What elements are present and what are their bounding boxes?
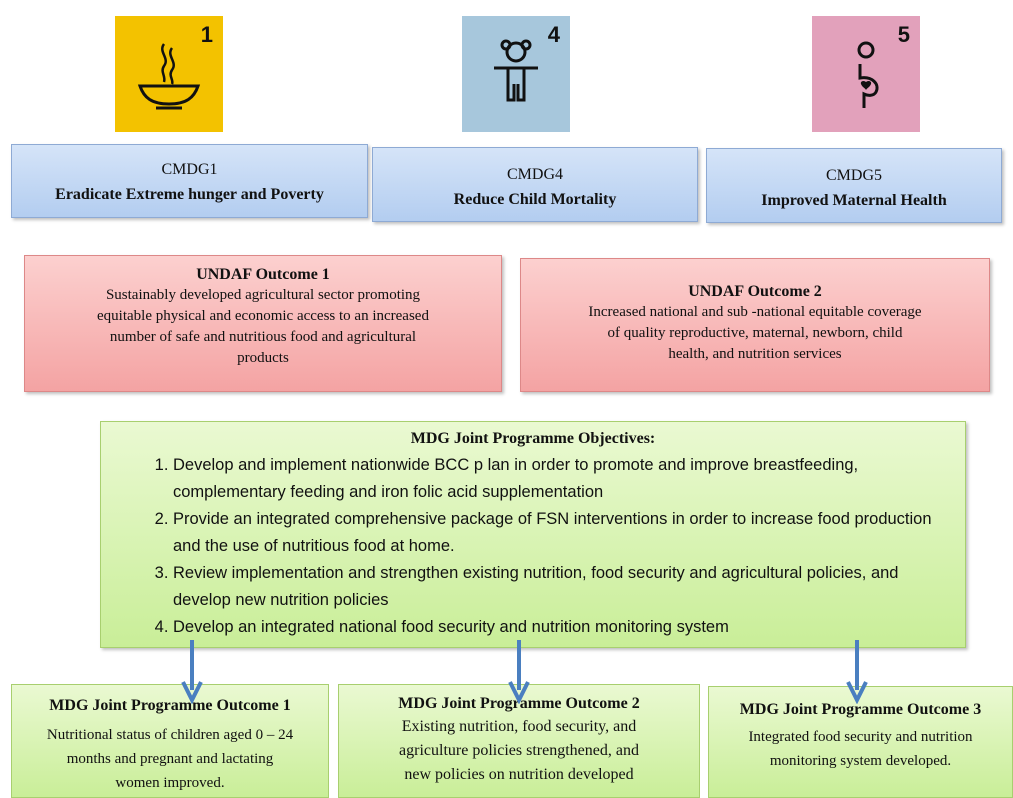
cmdg-code: CMDG4 [506, 166, 563, 183]
cmdg-code: CMDG1 [161, 161, 218, 178]
objective-item: Develop an integrated national food secu… [173, 614, 945, 641]
outcome-line: new policies on nutrition developed [404, 766, 634, 783]
objectives-title: MDG Joint Programme Objectives: [410, 430, 656, 447]
cmdg-goal: Reduce Child Mortality [453, 191, 617, 208]
goal-5-tile: 5 [812, 16, 920, 132]
outcome-line: women improved. [115, 775, 225, 791]
cmdg4-box: CMDG4 Reduce Child Mortality [372, 147, 698, 222]
child-icon [494, 39, 538, 102]
cmdg1-box: CMDG1 Eradicate Extreme hunger and Pover… [11, 144, 368, 218]
outcome-2-box: MDG Joint Programme Outcome 2 Existing n… [338, 684, 700, 798]
goal-number: 1 [200, 22, 213, 47]
arrow-to-outcome-3 [846, 640, 868, 704]
undaf-line: Increased national and sub -national equ… [588, 304, 922, 320]
objective-item: Provide an integrated comprehensive pack… [173, 506, 945, 560]
objectives-list: Develop and implement nationwide BCC p l… [101, 452, 965, 641]
cmdg-code: CMDG5 [825, 167, 882, 184]
arrow-to-outcome-2 [508, 640, 530, 704]
outcome-line: Existing nutrition, food security, and [401, 718, 637, 735]
objective-item: Review implementation and strengthen exi… [173, 560, 945, 614]
goal-4-tile: 4 [462, 16, 570, 132]
undaf-outcome-2-box: UNDAF Outcome 2 Increased national and s… [520, 258, 990, 392]
cmdg-goal: Eradicate Extreme hunger and Poverty [55, 186, 324, 203]
outcome-3-box: MDG Joint Programme Outcome 3 Integrated… [708, 686, 1013, 798]
undaf-line: equitable physical and economic access t… [97, 308, 429, 324]
undaf-title: UNDAF Outcome 2 [688, 283, 822, 300]
outcome-line: Nutritional status of children aged 0 – … [46, 727, 294, 743]
undaf-line: of quality reproductive, maternal, newbo… [607, 325, 903, 341]
objective-item: Develop and implement nationwide BCC p l… [173, 452, 945, 506]
cmdg5-box: CMDG5 Improved Maternal Health [706, 148, 1002, 223]
pregnant-woman-icon [857, 41, 879, 108]
cmdg-goal: Improved Maternal Health [761, 192, 947, 209]
outcome-title: MDG Joint Programme Outcome 1 [49, 697, 291, 714]
outcome-1-box: MDG Joint Programme Outcome 1 Nutritiona… [11, 684, 329, 798]
goal-number: 4 [547, 22, 560, 47]
outcome-title: MDG Joint Programme Outcome 3 [739, 701, 982, 718]
undaf-line: number of safe and nutritious food and a… [109, 329, 417, 345]
undaf-line: health, and nutrition services [668, 346, 842, 362]
arrow-to-outcome-1 [181, 640, 203, 704]
outcome-line: months and pregnant and lactating [66, 751, 274, 767]
undaf-line: Sustainably developed agricultural secto… [105, 287, 421, 303]
undaf-title: UNDAF Outcome 1 [196, 266, 330, 283]
outcome-line: monitoring system developed. [769, 753, 952, 769]
undaf-outcome-1-box: UNDAF Outcome 1 Sustainably developed ag… [24, 255, 502, 392]
goal-number: 5 [897, 22, 910, 47]
outcome-line: agriculture policies strengthened, and [399, 742, 639, 759]
goal-1-tile: 1 [115, 16, 223, 132]
outcome-line: Integrated food security and nutrition [748, 729, 973, 745]
bowl-icon [137, 43, 201, 110]
objectives-box: MDG Joint Programme Objectives: Develop … [100, 421, 966, 648]
undaf-line: products [237, 350, 289, 366]
